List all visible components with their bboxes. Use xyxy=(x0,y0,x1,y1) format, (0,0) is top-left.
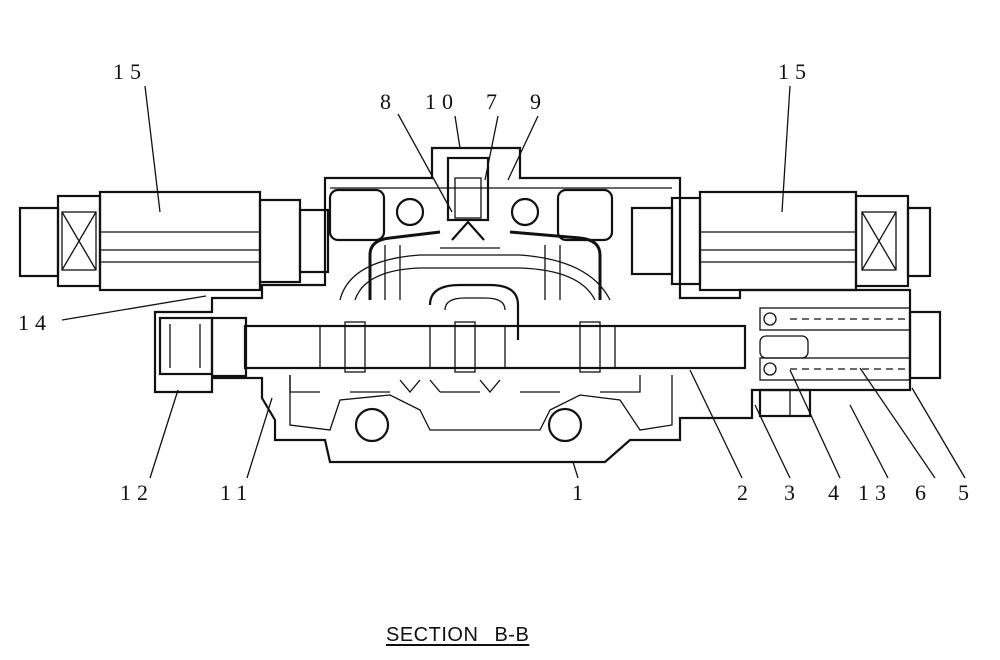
callout-15-left: 15 xyxy=(113,59,147,84)
solenoid-left xyxy=(18,190,330,292)
callout-4: 4 xyxy=(828,480,845,505)
callout-3: 3 xyxy=(784,480,801,505)
callout-7: 7 xyxy=(486,89,503,114)
callout-11: 11 xyxy=(220,480,253,505)
callout-5: 5 xyxy=(958,480,975,505)
spring-cap-right xyxy=(758,307,942,418)
end-cap-left xyxy=(158,316,214,376)
callout-1: 1 xyxy=(572,480,589,505)
callout-15-right: 15 xyxy=(778,59,812,84)
valve-body xyxy=(153,146,912,464)
internal-passages xyxy=(328,156,614,443)
callout-13: 13 xyxy=(858,480,892,505)
leader-lines xyxy=(61,85,966,479)
callout-2: 2 xyxy=(737,480,754,505)
callout-8: 8 xyxy=(380,89,397,114)
callout-labels: 15 15 8 10 7 9 14 12 11 1 2 3 4 13 6 5 xyxy=(18,59,975,505)
spool xyxy=(210,316,747,394)
callout-6: 6 xyxy=(915,480,932,505)
callout-12: 12 xyxy=(120,480,154,505)
callout-9: 9 xyxy=(530,89,547,114)
callout-10: 10 xyxy=(425,89,459,114)
solenoid-right xyxy=(630,190,932,292)
callout-14: 14 xyxy=(18,310,52,335)
section-caption: SECTION B-B xyxy=(386,624,530,646)
